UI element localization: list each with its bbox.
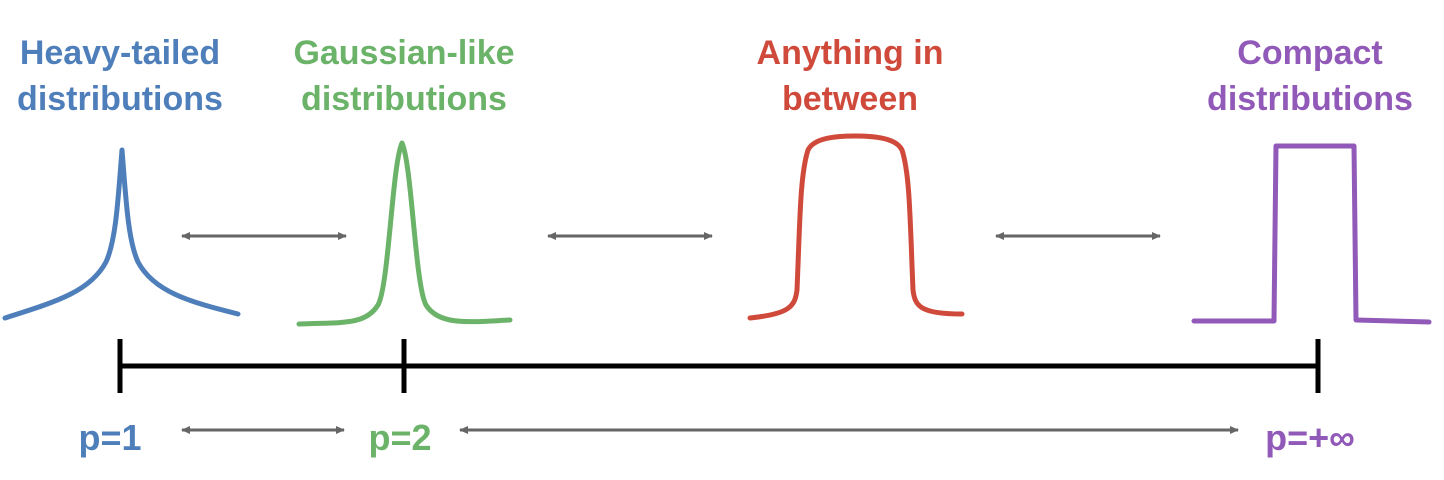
flat-top-bell-icon xyxy=(747,133,965,321)
anything-between-title-line2: between xyxy=(782,80,918,118)
p-equals-infinity-label: p=+∞ xyxy=(1265,417,1355,458)
gaussian-bell-icon xyxy=(296,140,513,327)
compact-title-line1: Compact xyxy=(1237,34,1382,72)
p-equals-2-label: p=2 xyxy=(368,417,431,458)
heavy-tailed-title-line1: Heavy-tailed xyxy=(20,34,220,72)
p-equals-1-label: p=1 xyxy=(78,417,141,458)
laplace-peak-icon xyxy=(2,147,241,321)
compact-title-line2: distributions xyxy=(1207,80,1413,118)
gaussian-like-title-line2: distributions xyxy=(301,80,507,118)
box-uniform-icon xyxy=(1191,143,1432,325)
anything-between-title-line1: Anything in xyxy=(757,34,944,72)
heavy-tailed-title-line2: distributions xyxy=(17,80,223,118)
gaussian-like-title-line1: Gaussian-like xyxy=(293,34,514,72)
